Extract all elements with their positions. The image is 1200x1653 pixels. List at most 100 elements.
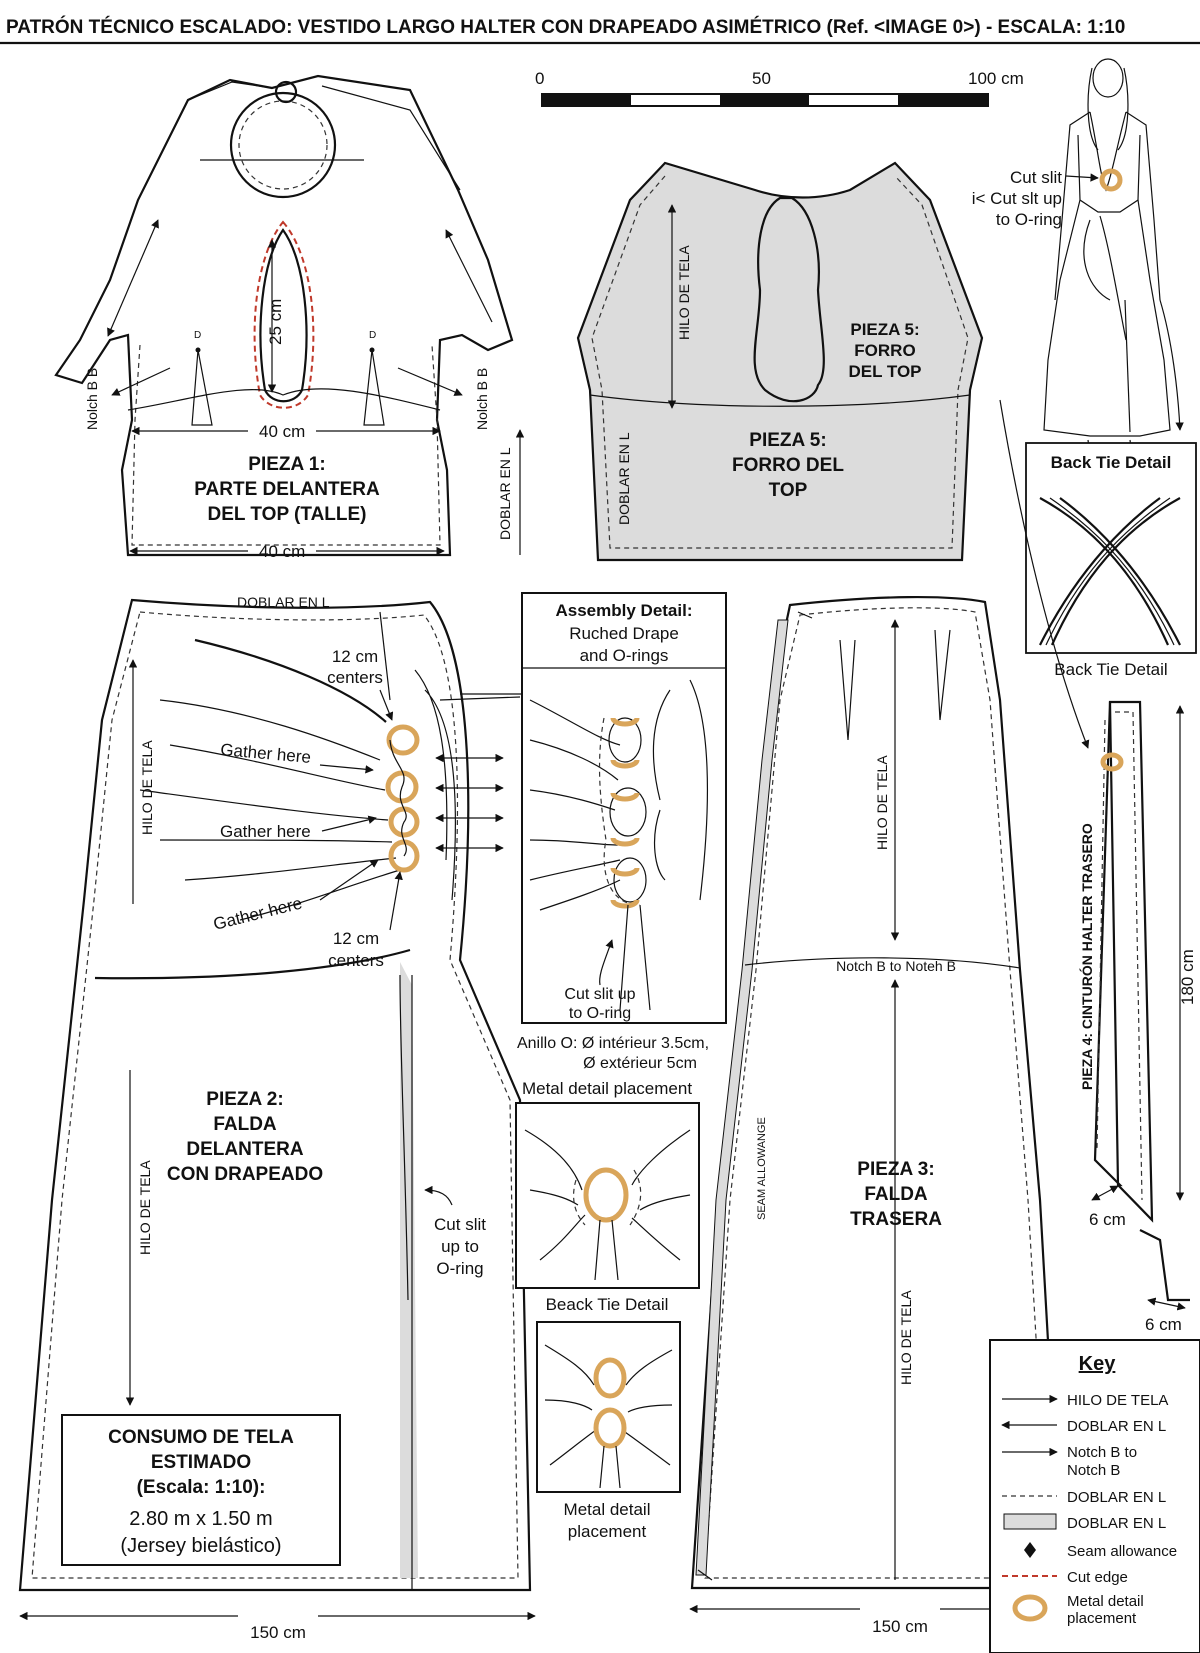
keyhole-dim: 25 cm <box>266 299 285 345</box>
metal-detail-box-1: Beack Tie Detail <box>515 1102 700 1314</box>
scale-label-50: 50 <box>752 69 771 88</box>
gather-label-1: Gather here <box>220 740 312 767</box>
ring-note-2: Ø extérieur 5cm <box>583 1055 697 1072</box>
notch-label-left: Nolch B B <box>84 368 100 430</box>
back-tie-title: Back Tie Detail <box>1051 453 1172 472</box>
piece-2-centers-bottom-1: 12 cm <box>333 929 379 948</box>
piece-3-grain-bottom: HILO DE TELA <box>898 1290 914 1385</box>
piece-1-title-line-3: DEL TOP (TALLE) <box>207 504 366 525</box>
key-symbol-gray-box <box>1003 1513 1057 1530</box>
piece-5-title-large-2: FORRO DEL <box>732 455 844 476</box>
assembly-title: Assembly Detail: <box>556 601 693 620</box>
piece-2-slit-line-3: O-ring <box>436 1259 483 1278</box>
dart-label-right: D <box>369 330 376 341</box>
piece-5-title-small-1: PIEZA 5: <box>850 320 919 339</box>
piece-5-title-large-3: TOP <box>769 480 808 501</box>
key-label-1: HILO DE TELA <box>1067 1392 1168 1409</box>
key-label-2: DOBLAR EN L <box>1067 1418 1166 1435</box>
piece-2-title-line-3: DELANTERA <box>186 1139 303 1160</box>
assembly-subtitle-1: Ruched Drape <box>569 624 679 643</box>
fabric-consumption-box: CONSUMO DE TELA ESTIMADO (Escala: 1:10):… <box>61 1414 341 1566</box>
dress-figure-illustration: Cut slit i< Cut slt up to O-ring <box>972 58 1184 456</box>
key-label-3a: Notch B to <box>1067 1444 1137 1461</box>
piece-2-front-skirt: DOBLAR EN L 12 cm centers 12 cm centers … <box>18 594 536 1642</box>
assembly-subtitle-2: and O-rings <box>580 646 669 665</box>
scale-bar: 0 50 100 cm <box>535 69 1024 107</box>
piece-2-title-line-4: CON DRAPEADO <box>167 1164 323 1185</box>
metal-detail-box-2: Metal detail placement <box>536 1321 681 1541</box>
piece-2-centers-bottom-2: centers <box>328 951 384 970</box>
scale-label-100: 100 cm <box>968 69 1024 88</box>
piece-1-title-line-1: PIEZA 1: <box>248 454 325 475</box>
piece-3-title-line-3: TRASERA <box>850 1209 942 1230</box>
piece-5-fold-label: DOBLAR EN L <box>616 432 632 525</box>
piece-4-halter-belt: 180 cm PIEZA 4: CINTURÓN HALTER TRASERO … <box>999 399 1197 1334</box>
figure-callout-line-1: Cut slit <box>1010 168 1062 187</box>
piece-1-fold-label: DOBLAR EN L <box>497 447 513 540</box>
key-symbol-diamond <box>1024 1542 1036 1558</box>
assembly-slit-1: Cut slit up <box>564 986 635 1003</box>
key-label-8b: placement <box>1067 1610 1137 1627</box>
back-tie-caption: Back Tie Detail <box>1054 660 1167 679</box>
piece-5-title-small-2: FORRO <box>854 341 915 360</box>
piece-2-fold-label: DOBLAR EN L <box>237 594 330 610</box>
key-label-8a: Metal detail <box>1067 1593 1144 1610</box>
piece-4-width-2: 6 cm <box>1145 1315 1182 1334</box>
piece-5-title-large-1: PIEZA 5: <box>749 430 826 451</box>
metal-label-2-line-1: Metal detail <box>564 1500 651 1519</box>
piece-3-width: 150 cm <box>872 1617 928 1636</box>
piece-2-grain-top: HILO DE TELA <box>139 740 155 835</box>
piece-2-grain-bottom: HILO DE TELA <box>137 1160 153 1255</box>
consumo-value: 2.80 m x 1.50 m <box>129 1508 272 1530</box>
consumo-fabric: (Jersey bielástico) <box>120 1535 281 1557</box>
piece-2-slit-line-2: up to <box>441 1237 479 1256</box>
piece-5-title-small-3: DEL TOP <box>848 362 921 381</box>
piece-2-title-line-2: FALDA <box>213 1114 277 1135</box>
piece-3-seam-label: SEAM ALLOWANGE <box>756 1117 768 1220</box>
piece-2-centers-top-1: 12 cm <box>332 647 378 666</box>
dim-top-width: 40 cm <box>259 422 305 441</box>
metal-placement-label: Metal detail placement <box>522 1079 692 1098</box>
ring-note-1: Anillo O: Ø intérieur 3.5cm, <box>517 1035 709 1052</box>
page-title: PATRÓN TÉCNICO ESCALADO: VESTIDO LARGO H… <box>6 16 1125 38</box>
consumo-line-1: CONSUMO DE TELA <box>108 1427 294 1448</box>
dim-bottom-width: 40 cm <box>259 542 305 561</box>
key-label-4: DOBLAR EN L <box>1067 1489 1166 1506</box>
piece-3-grain-top: HILO DE TELA <box>874 755 890 850</box>
dart-label-left: D <box>194 330 201 341</box>
piece-3-title-line-1: PIEZA 3: <box>857 1159 934 1180</box>
key-label-6: Seam allowance <box>1067 1543 1177 1560</box>
piece-1-front-bodice: D D Nolch B B Nolch B B 25 cm 40 cm 40 c… <box>54 74 525 561</box>
piece-2-centers-top-2: centers <box>327 668 383 687</box>
key-label-7: Cut edge <box>1067 1569 1128 1586</box>
gather-label-3: Gather here <box>211 893 304 933</box>
key-legend: Key HILO DE TELA DOBLAR EN L Notch B to … <box>989 1339 1200 1653</box>
key-label-3b: Notch B <box>1067 1462 1120 1479</box>
metal-label-2-line-2: placement <box>568 1522 647 1541</box>
piece-5-bodice-lining: HILO DE TELA DOBLAR EN L PIEZA 5: FORRO … <box>576 161 984 562</box>
assembly-detail: Assembly Detail: Ruched Drape and O-ring… <box>460 592 727 1098</box>
piece-4-width-1: 6 cm <box>1089 1210 1126 1229</box>
piece-2-title-line-1: PIEZA 2: <box>206 1089 283 1110</box>
piece-5-grain-label: HILO DE TELA <box>676 245 692 340</box>
piece-4-title: PIEZA 4: CINTURÓN HALTER TRASERO <box>1078 823 1095 1090</box>
scale-label-0: 0 <box>535 69 544 88</box>
figure-callout-line-2: i< Cut slt up <box>972 189 1062 208</box>
notch-label-right: Nolch B B <box>474 368 490 430</box>
piece-2-slit-line-1: Cut slit <box>434 1215 486 1234</box>
assembly-slit-2: to O-ring <box>569 1005 631 1022</box>
figure-callout-line-3: to O-ring <box>996 210 1062 229</box>
key-symbol-gold-ring <box>1012 1594 1048 1622</box>
piece-3-title-line-2: FALDA <box>864 1184 928 1205</box>
consumo-line-3: (Escala: 1:10): <box>137 1477 266 1498</box>
beack-tie-label: Beack Tie Detail <box>546 1295 669 1314</box>
piece-3-notch-label: Notch B to Noteh B <box>836 958 956 974</box>
piece-4-length: 180 cm <box>1178 949 1197 1005</box>
piece-1-title-line-2: PARTE DELANTERA <box>194 479 380 500</box>
piece-3-back-skirt: HILO DE TELA HILO DE TELA Notch B to Not… <box>689 595 1064 1636</box>
key-label-5: DOBLAR EN L <box>1067 1515 1166 1532</box>
key-title: Key <box>1079 1353 1117 1375</box>
piece-2-width: 150 cm <box>250 1623 306 1642</box>
consumo-line-2: ESTIMADO <box>151 1452 251 1473</box>
